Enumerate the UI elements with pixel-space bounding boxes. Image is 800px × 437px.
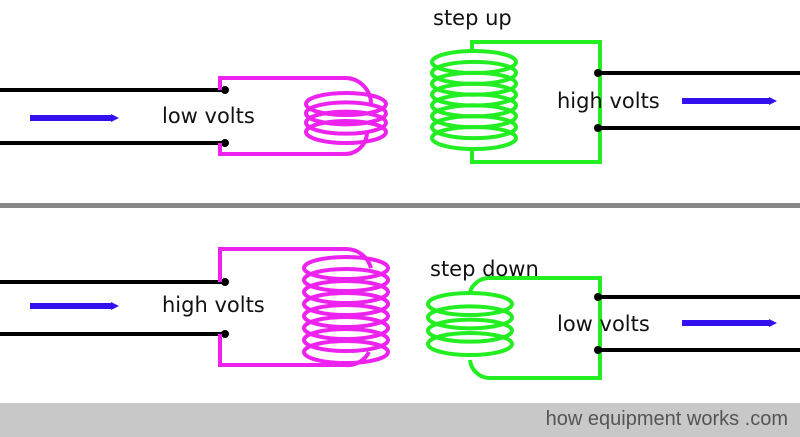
bottom-input-terminal-lower <box>221 330 229 338</box>
bottom-output-terminal-upper <box>594 293 602 301</box>
top-secondary-coil-turn <box>430 125 518 151</box>
top-secondary-coil <box>430 49 518 151</box>
bottom-secondary-coil-turn <box>426 304 514 331</box>
top-input-terminal-lower <box>221 139 229 147</box>
bottom-primary-coil-turn <box>302 339 390 365</box>
panel-divider <box>0 203 800 208</box>
bottom-secondary-coil <box>426 291 514 357</box>
bottom-output-label: low volts <box>557 312 650 336</box>
top-secondary-circuit <box>470 40 602 164</box>
top-input-terminal-upper <box>221 86 229 94</box>
top-primary-circuit <box>218 76 373 105</box>
top-primary-coil-turn <box>304 119 388 145</box>
step-down-panel: step down high volts low volts <box>0 247 800 381</box>
bottom-primary-coil-turn <box>302 327 390 353</box>
footer-bar: how equipment works .com <box>0 403 800 437</box>
bottom-output-terminal-lower <box>594 346 602 354</box>
top-secondary-coil-turn <box>430 114 518 141</box>
step-up-panel: step up low volts high volts <box>0 6 800 164</box>
top-primary-coil-turn <box>304 91 388 117</box>
top-output-terminal-upper <box>594 69 602 77</box>
bottom-secondary-coil-turn <box>426 317 514 344</box>
top-primary-coil <box>304 91 388 145</box>
bottom-secondary-coil-turn <box>426 291 514 317</box>
top-primary-coil-turn <box>304 109 388 136</box>
bottom-secondary-coil-turn <box>426 331 514 357</box>
bottom-input-terminal-upper <box>221 278 229 286</box>
top-title: step up <box>433 6 512 30</box>
bottom-secondary-circuit <box>468 276 602 381</box>
top-output-terminal-lower <box>594 124 602 132</box>
top-input-label: low volts <box>162 104 255 128</box>
bottom-primary-circuit <box>218 247 373 282</box>
footer-credit: how equipment works .com <box>545 408 788 430</box>
top-output-label: high volts <box>557 89 660 113</box>
top-primary-coil-turn <box>304 100 388 127</box>
bottom-primary-coil <box>302 255 390 365</box>
bottom-input-label: high volts <box>162 293 265 317</box>
bottom-title: step down <box>430 257 539 281</box>
top-primary-circuit-return <box>218 131 369 156</box>
